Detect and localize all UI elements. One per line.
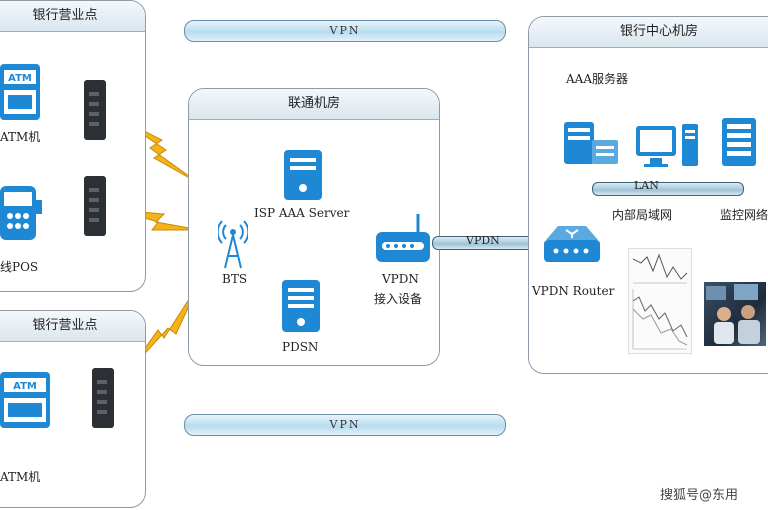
router-icon	[374, 212, 432, 268]
branch-panel-bottom: 银行营业点	[0, 310, 146, 508]
carrier-title: 联通机房	[189, 89, 439, 120]
router-icon	[540, 222, 604, 270]
monitoring-chart-image	[628, 248, 692, 354]
server-icon	[562, 122, 620, 170]
isp-aaa-server-label: ISP AAA Server	[254, 206, 350, 220]
vpn-tunnel-top: VPN	[184, 20, 506, 42]
branch-panel-top: 银行营业点	[0, 0, 146, 292]
svg-text:ATM: ATM	[8, 73, 32, 84]
intranet-label: 内部局域网	[612, 208, 673, 222]
atm-label: ATM机	[0, 470, 41, 484]
monitor-network-label: 监控网络	[720, 208, 768, 222]
vpdn-label-2: 接入设备	[374, 292, 423, 306]
branch-top-title: 银行营业点	[0, 1, 145, 32]
computer-icon	[636, 124, 700, 172]
branch-bottom-title: 银行营业点	[0, 311, 145, 342]
server-rack-icon	[722, 118, 758, 172]
pos-label: 线POS	[0, 260, 39, 274]
aaa-server-label: AAA服务器	[566, 72, 628, 86]
switch-icon	[92, 368, 114, 428]
lan-label: LAN	[634, 179, 659, 192]
operators-photo	[704, 282, 766, 346]
server-icon	[282, 150, 324, 206]
watermark: 搜狐号@东用	[660, 488, 739, 503]
pos-terminal-icon	[0, 186, 44, 246]
bts-label: BTS	[222, 272, 248, 286]
bank-center-title: 银行中心机房	[529, 17, 768, 48]
svg-text:ATM: ATM	[13, 381, 37, 392]
vpdn-label-1: VPDN	[382, 272, 419, 286]
vpdn-link-label: VPDN	[466, 234, 500, 247]
atm-icon: ATM	[0, 370, 54, 436]
switch-icon	[84, 80, 106, 140]
switch-icon	[84, 176, 106, 236]
lan-bus	[592, 182, 744, 196]
vpdn-router-label: VPDN Router	[532, 284, 615, 298]
server-icon	[280, 280, 322, 338]
vpn-tunnel-bottom: VPN	[184, 414, 506, 436]
atm-icon: ATM	[0, 62, 44, 128]
atm-label: ATM机	[0, 130, 41, 144]
antenna-icon	[216, 218, 250, 274]
pdsn-label: PDSN	[282, 340, 319, 354]
